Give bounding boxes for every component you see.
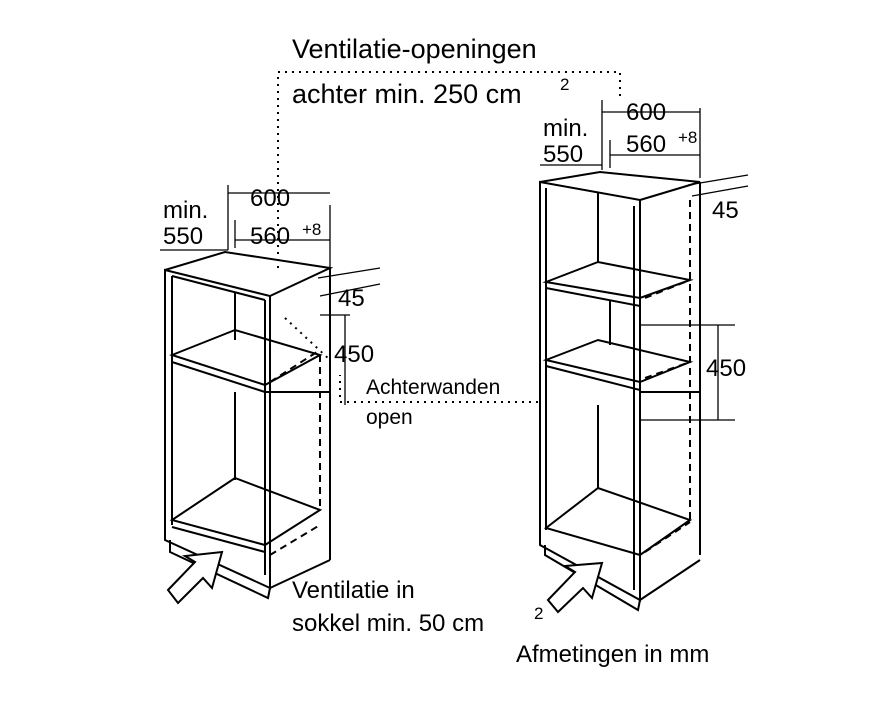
- vent-plinth-sup: 2: [534, 604, 543, 623]
- left-depth-min: 550: [163, 223, 203, 250]
- left-cabinet: [164, 250, 334, 600]
- left-width-outer: 600: [250, 185, 290, 212]
- vent-plinth-line1: Ventilatie in: [292, 577, 415, 604]
- right-vent-arrow-icon: [546, 561, 604, 614]
- left-dimensions: [160, 185, 381, 405]
- left-width-niche-tol: +8: [302, 220, 321, 239]
- vent-plinth-line2: sokkel min. 50 cm: [292, 610, 484, 637]
- right-depth-min: 550: [543, 141, 583, 168]
- left-offset: 45: [338, 285, 365, 312]
- vent-openings-title: Ventilatie-openingen: [292, 34, 537, 64]
- left-min-label: min.: [163, 197, 208, 224]
- left-vent-arrow-icon: [166, 550, 224, 605]
- right-dimensions: [540, 100, 749, 421]
- vent-openings-rear: achter min. 250 cm: [292, 79, 522, 109]
- vent-openings-sup: 2: [560, 75, 569, 94]
- ventilation-path: [277, 71, 621, 403]
- right-offset: 45: [712, 197, 739, 224]
- right-width-outer: 600: [626, 99, 666, 126]
- rear-walls-open-line1: Achterwanden: [366, 376, 500, 399]
- right-width-niche-tol: +8: [678, 128, 697, 147]
- right-niche-height: 450: [706, 355, 746, 382]
- rear-walls-open-line2: open: [366, 406, 413, 429]
- left-niche-height: 450: [334, 341, 374, 368]
- left-width-niche: 560: [250, 223, 290, 250]
- right-cabinet: [539, 170, 701, 612]
- units-note: Afmetingen in mm: [516, 641, 709, 668]
- right-min-label: min.: [543, 115, 588, 142]
- right-width-niche: 560: [626, 131, 666, 158]
